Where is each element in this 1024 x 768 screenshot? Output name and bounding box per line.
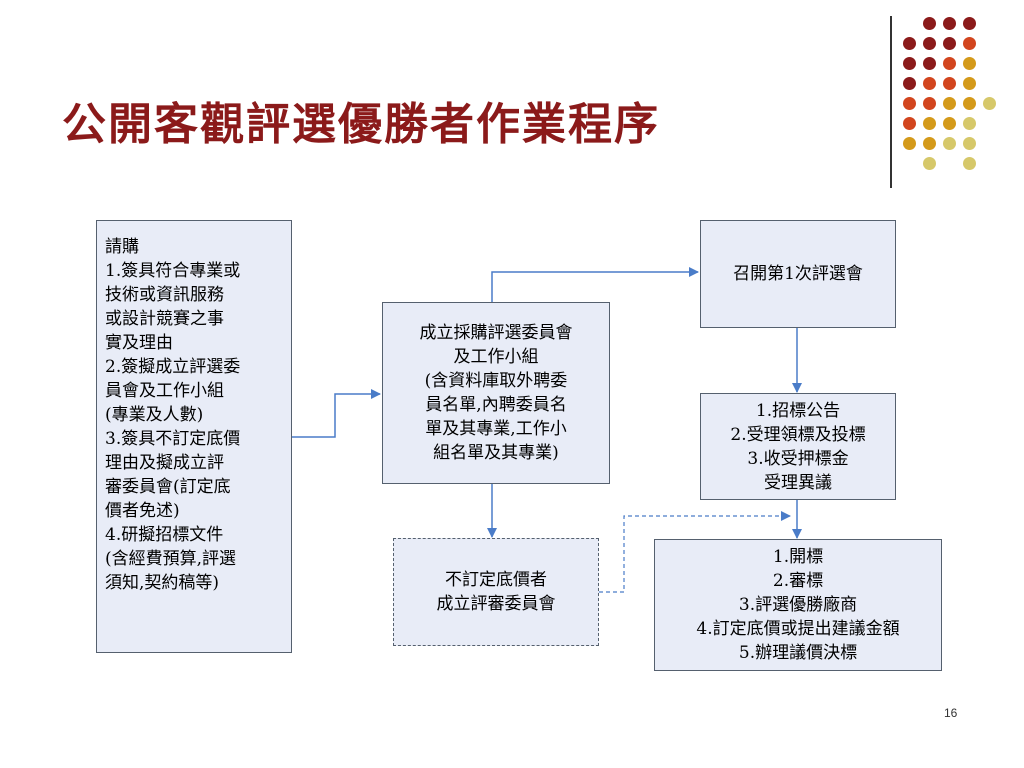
dashed-arrow-no-reserve-to-opening xyxy=(599,511,791,593)
box-committee: 成立採購評選委員會及工作小組 (含資料庫取外聘委員名單,內聘委員名單及其專業,工作… xyxy=(382,302,610,484)
box-line: 3.收受押標金 xyxy=(747,448,849,469)
decorative-divider xyxy=(890,16,892,188)
box-line: 2.簽擬成立評選委 xyxy=(105,357,241,377)
box-line: 及工作小組 xyxy=(453,347,539,367)
decorative-dot xyxy=(943,137,956,150)
box-tender: 1.招標公告 2.受理領標及投標 3.收受押標金受理異議 xyxy=(700,393,896,500)
box-line: 3.簽具不訂定底價 xyxy=(105,429,241,449)
decorative-dot xyxy=(963,117,976,130)
box-line: 單及其專業,工作小 xyxy=(425,419,567,439)
box-line: 成立評審委員會 xyxy=(436,594,556,614)
box-line: (含資料庫取外聘委 xyxy=(424,371,568,391)
decorative-dot xyxy=(903,57,916,70)
decorative-dot xyxy=(923,157,936,170)
box-line: 1.招標公告 xyxy=(755,400,841,421)
box-line: 或設計競賽之事 xyxy=(105,309,224,329)
box-no-reserve: 不訂定底價者成立評審委員會 xyxy=(393,538,599,646)
box-line: 2.審標 xyxy=(772,571,824,591)
box-committee-text: 成立採購評選委員會及工作小組 (含資料庫取外聘委員名單,內聘委員名單及其專業,工作… xyxy=(420,321,573,465)
box-line: 員名單,內聘委員名 xyxy=(425,395,567,415)
decorative-dot xyxy=(943,77,956,90)
decorative-dot xyxy=(923,97,936,110)
box-line: 技術或資訊服務 xyxy=(105,285,224,305)
decorative-dot xyxy=(983,97,996,110)
decorative-dot xyxy=(943,57,956,70)
decorative-dot xyxy=(963,37,976,50)
decorative-dot xyxy=(963,77,976,90)
decorative-dot xyxy=(923,77,936,90)
decorative-dot xyxy=(903,137,916,150)
box-line: 理由及擬成立評 xyxy=(105,453,224,473)
box-line: 須知,契約稿等) xyxy=(105,573,220,593)
box-no-reserve-text: 不訂定底價者成立評審委員會 xyxy=(437,568,556,616)
decorative-dot xyxy=(943,97,956,110)
decorative-dot xyxy=(943,17,956,30)
decorative-dot xyxy=(903,97,916,110)
box-request-text: 請購 1.簽具符合專業或技術或資訊服務或設計競賽之事實及理由 2.簽擬成立評選委員會… xyxy=(105,235,291,595)
box-line: 員會及工作小組 xyxy=(105,381,224,401)
box-opening-text: 1.開標 2.審標 3.評選優勝廠商 4.訂定底價或提出建議金額 5.辦理議價決標 xyxy=(696,545,899,665)
decorative-dot xyxy=(963,57,976,70)
box-request: 請購 1.簽具符合專業或技術或資訊服務或設計競賽之事實及理由 2.簽擬成立評選委員會… xyxy=(96,220,292,653)
decorative-dot xyxy=(963,157,976,170)
box-line: 審委員會(訂定底 xyxy=(105,477,231,497)
box-line: 成立採購評選委員會 xyxy=(419,323,573,343)
decorative-dot xyxy=(943,37,956,50)
box-first-meeting-text: 召開第1次評選會 xyxy=(733,262,863,286)
box-line: 4.研擬招標文件 xyxy=(105,525,224,545)
box-line: 受理異議 xyxy=(763,472,832,493)
decorative-dot xyxy=(923,37,936,50)
box-line: 請購 xyxy=(105,237,139,257)
arrow-request-to-committee xyxy=(292,389,381,438)
decorative-dot xyxy=(943,117,956,130)
box-tender-text: 1.招標公告 2.受理領標及投標 3.收受押標金受理異議 xyxy=(730,399,865,495)
box-line: 2.受理領標及投標 xyxy=(730,424,866,445)
decorative-dot xyxy=(923,57,936,70)
decorative-dot xyxy=(963,17,976,30)
decorative-dot xyxy=(903,117,916,130)
box-opening: 1.開標 2.審標 3.評選優勝廠商 4.訂定底價或提出建議金額 5.辦理議價決標 xyxy=(654,539,942,671)
box-line: (含經費預算,評選 xyxy=(105,549,237,569)
box-line: 組名單及其專業) xyxy=(433,443,559,463)
decorative-dot xyxy=(963,97,976,110)
box-line: 3.評選優勝廠商 xyxy=(738,595,858,615)
decorative-dot xyxy=(923,117,936,130)
arrow-committee-to-first-meeting xyxy=(491,267,699,302)
box-line: 5.辦理議價決標 xyxy=(738,643,858,663)
decorative-dot xyxy=(923,17,936,30)
decorative-dot xyxy=(903,77,916,90)
box-line: 4.訂定底價或提出建議金額 xyxy=(696,619,900,639)
box-line: (專業及人數) xyxy=(105,405,204,425)
box-line: 價者免述) xyxy=(105,501,180,521)
decorative-dot xyxy=(963,137,976,150)
box-line: 召開第1次評選會 xyxy=(733,264,863,284)
box-first-meeting: 召開第1次評選會 xyxy=(700,220,896,328)
box-line: 1.簽具符合專業或 xyxy=(105,261,241,281)
box-line: 1.開標 xyxy=(772,547,824,567)
box-line: 實及理由 xyxy=(105,333,173,353)
decorative-dot xyxy=(903,37,916,50)
page-title: 公開客觀評選優勝者作業程序 xyxy=(62,99,660,150)
decorative-dot xyxy=(923,137,936,150)
box-line: 不訂定底價者 xyxy=(445,570,547,590)
page-number: 16 xyxy=(944,706,958,720)
